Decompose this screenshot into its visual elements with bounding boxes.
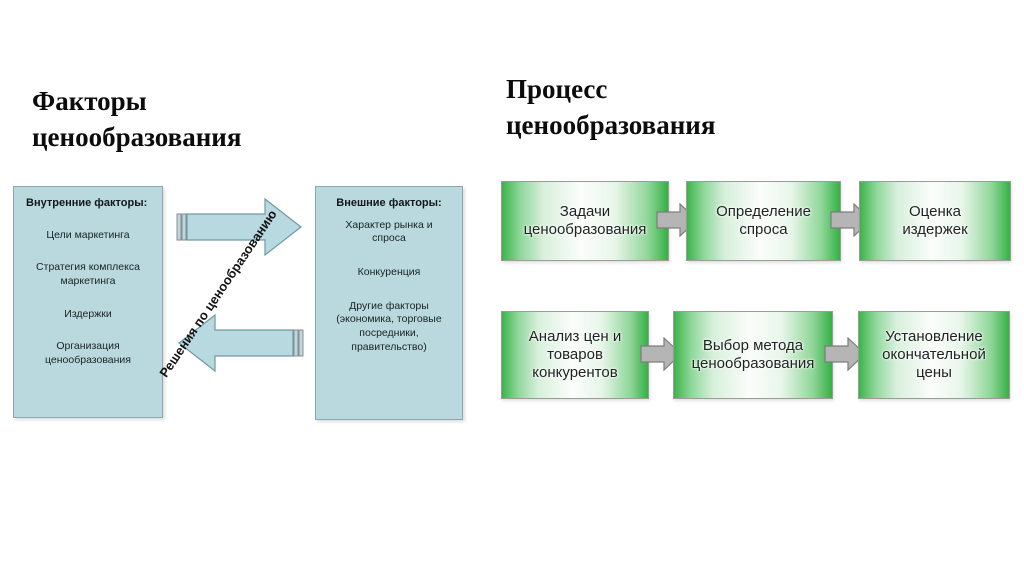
process-step-label: Выбор метода ценообразования	[691, 336, 815, 372]
arrow-right-icon	[640, 337, 682, 371]
list-item: Конкуренция	[357, 266, 421, 279]
process-step-label: Анализ цен и товаров конкурентов	[528, 327, 622, 382]
process-step-label: Задачи ценообразования	[523, 202, 647, 238]
list-item: Цели маркетинга	[46, 228, 130, 241]
list-item: Издержки	[64, 307, 112, 320]
external-factors-box: Внешние факторы: Характер рынка и спроса…	[315, 186, 463, 420]
process-step-label: Оценка издержек	[902, 202, 968, 238]
process-step-box: Установление окончательной цены	[858, 311, 1010, 399]
internal-factors-list: Цели маркетинга Стратегия комплекса марк…	[22, 229, 154, 368]
external-factors-heading: Внешние факторы:	[336, 197, 442, 209]
process-step-label: Определение спроса	[716, 202, 811, 238]
process-step-box: Задачи ценообразования	[501, 181, 669, 261]
process-step-box: Выбор метода ценообразования	[673, 311, 833, 399]
process-step-label: Установление окончательной цены	[882, 327, 986, 382]
internal-factors-box: Внутренние факторы: Цели маркетинга Стра…	[13, 186, 163, 418]
process-step-box: Анализ цен и товаров конкурентов	[501, 311, 649, 399]
process-row-top: Задачи ценообразования Определение спрос…	[490, 173, 1024, 269]
process-row-bottom: Анализ цен и товаров конкурентов Выбор м…	[490, 305, 1024, 401]
list-item: Другие факторы (экономика, торговые поср…	[336, 299, 442, 353]
internal-factors-heading: Внутренние факторы:	[26, 197, 148, 209]
process-step-box: Определение спроса	[686, 181, 841, 261]
process-step-box: Оценка издержек	[859, 181, 1011, 261]
page-title-process: Процесс ценообразования	[506, 74, 716, 140]
arrow-right-icon	[176, 197, 302, 257]
list-item: Организация ценообразования	[45, 340, 131, 366]
list-item: Характер рынка и спроса	[345, 218, 433, 245]
external-factors-list: Характер рынка и спроса Конкуренция Друг…	[324, 219, 454, 354]
pricing-factors-diagram: Внутренние факторы: Цели маркетинга Стра…	[0, 160, 490, 435]
pricing-process-diagram: Задачи ценообразования Определение спрос…	[490, 160, 1024, 420]
list-item: Стратегия комплекса маркетинга	[36, 261, 140, 288]
page-title-factors: Факторы ценообразования	[32, 86, 242, 152]
arrow-right-icon	[824, 337, 866, 371]
arrow-left-icon	[178, 313, 304, 373]
